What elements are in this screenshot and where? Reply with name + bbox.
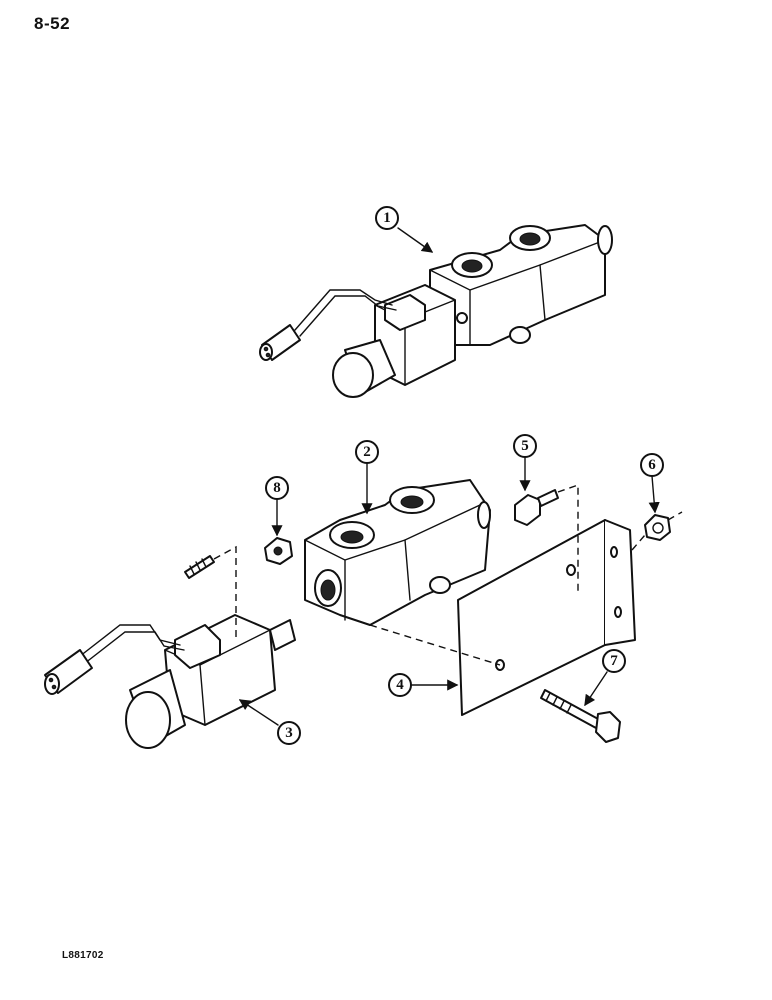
callout-label: 3: [285, 725, 293, 741]
callout-label: 4: [396, 677, 404, 693]
callout-1: 1: [375, 206, 434, 253]
plug-fitting: [264, 537, 293, 565]
hex-bolt-short: [514, 484, 579, 595]
callout-label: 5: [521, 438, 529, 454]
callout-label: 2: [363, 444, 371, 460]
valve-body: [304, 479, 491, 626]
solenoid-valve-assembly: [259, 224, 613, 398]
hex-bolt-long: [540, 689, 621, 743]
callout-6: 6: [640, 453, 664, 514]
callout-label: 6: [648, 457, 656, 473]
callout-3: 3: [238, 699, 301, 745]
mounting-bracket: [369, 519, 636, 716]
callout-7: 7: [584, 649, 626, 707]
callout-label: 7: [610, 653, 618, 669]
callout-5: 5: [513, 434, 537, 492]
solenoid-coil: [44, 545, 296, 749]
callout-label: 8: [273, 480, 281, 496]
callout-2: 2: [355, 440, 379, 515]
reference-code: L881702: [62, 950, 104, 961]
callout-label: 1: [383, 210, 391, 226]
callout-4: 4: [388, 673, 459, 697]
callout-8: 8: [265, 476, 289, 537]
page-number: 8-52: [34, 14, 71, 33]
hex-nut: [631, 511, 683, 551]
